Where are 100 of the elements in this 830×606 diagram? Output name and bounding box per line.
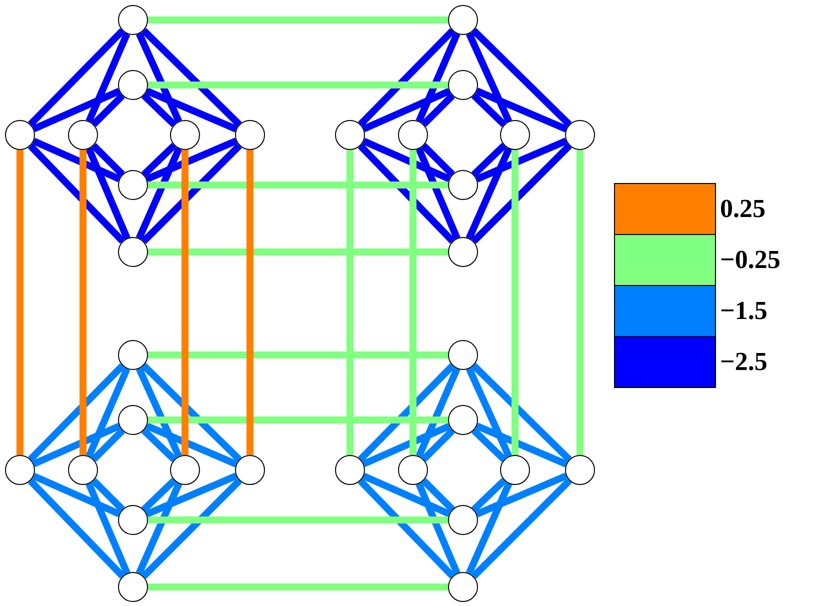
- edge-line: [141, 363, 242, 462]
- edge-line: [80, 150, 86, 455]
- edge-line: [148, 248, 448, 256]
- edge-line: [141, 142, 177, 178]
- node-circle: [398, 455, 428, 485]
- edge-line: [362, 138, 451, 182]
- edge-line: [141, 143, 242, 244]
- edge-line: [16, 150, 24, 455]
- edge-line: [91, 428, 125, 462]
- edge-line: [141, 478, 242, 579]
- edge-line: [466, 482, 512, 575]
- node-circle: [565, 455, 595, 485]
- edge-line: [182, 150, 188, 455]
- node-circle: [448, 237, 478, 267]
- edge-line: [141, 478, 177, 512]
- node-circle: [118, 70, 148, 100]
- edge-line: [471, 478, 572, 579]
- legend-label: −0.25: [720, 245, 780, 275]
- edge-line: [91, 478, 125, 512]
- edge-line: [410, 150, 416, 455]
- edge-line: [148, 416, 448, 424]
- node-circle: [118, 340, 148, 370]
- edge-line: [145, 138, 238, 182]
- edge-line: [466, 32, 512, 123]
- edge-line: [576, 150, 584, 455]
- edge-line: [466, 367, 512, 458]
- edge-line: [148, 82, 448, 88]
- edge-line: [148, 352, 448, 358]
- edge-line: [91, 93, 125, 127]
- node-circle: [68, 120, 98, 150]
- node-circle: [398, 120, 428, 150]
- edge-line: [421, 478, 455, 512]
- edge-line: [475, 88, 568, 132]
- node-circle: [448, 572, 478, 602]
- edge-line: [145, 422, 238, 468]
- node-circle: [5, 120, 35, 150]
- node-circle: [235, 455, 265, 485]
- node-circle: [118, 505, 148, 535]
- edge-line: [136, 147, 182, 240]
- edge-line: [471, 142, 507, 178]
- legend-label: −1.5: [720, 296, 768, 326]
- edge-line: [141, 428, 177, 462]
- edge-line: [148, 584, 448, 590]
- edge-line: [246, 150, 254, 455]
- edge-line: [471, 143, 572, 244]
- node-circle: [335, 455, 365, 485]
- edge-line: [136, 482, 182, 575]
- edge-line: [86, 482, 130, 575]
- node-circle: [170, 455, 200, 485]
- edge-line: [32, 472, 121, 518]
- legend-label: −2.5: [720, 347, 768, 377]
- edge-line: [475, 422, 568, 468]
- edge-line: [475, 138, 568, 182]
- node-circle: [448, 505, 478, 535]
- edge-line: [358, 143, 456, 244]
- node-circle: [448, 405, 478, 435]
- node-circle: [500, 455, 530, 485]
- node-circle: [68, 455, 98, 485]
- node-circle: [118, 170, 148, 200]
- edge-line: [28, 143, 126, 244]
- edge-line: [358, 363, 455, 462]
- node-circle: [448, 70, 478, 100]
- edge-line: [416, 147, 460, 240]
- edge-line: [145, 88, 238, 132]
- edge-line: [475, 472, 568, 518]
- edge-line: [32, 138, 121, 182]
- node-circle: [500, 120, 530, 150]
- edge-line: [416, 32, 460, 123]
- edge-line: [136, 32, 182, 123]
- edge-line: [358, 28, 455, 127]
- node-circle: [235, 120, 265, 150]
- legend-label: 0.25: [720, 194, 766, 224]
- edge-line: [28, 28, 125, 127]
- edge-line: [471, 428, 507, 462]
- edge-line: [471, 478, 507, 512]
- node-circle: [118, 237, 148, 267]
- edge-line: [136, 367, 182, 458]
- edge-line: [421, 428, 455, 462]
- edge-line: [358, 478, 456, 579]
- edge-line: [28, 478, 126, 579]
- edge-line: [471, 28, 572, 127]
- edge-line: [32, 422, 121, 468]
- node-circle: [118, 5, 148, 35]
- edge-line: [86, 32, 130, 123]
- node-circle: [565, 120, 595, 150]
- edge-line: [141, 92, 177, 128]
- edge-line: [471, 363, 572, 462]
- edge-line: [512, 150, 518, 455]
- node-circle: [448, 5, 478, 35]
- edge-line: [28, 363, 125, 462]
- edge-line: [86, 147, 130, 240]
- edge-line: [362, 422, 451, 468]
- node-circle: [118, 405, 148, 435]
- edge-line: [32, 88, 121, 132]
- node-circle: [170, 120, 200, 150]
- edge-line: [416, 482, 460, 575]
- node-circle: [335, 120, 365, 150]
- edge-line: [145, 472, 238, 518]
- edge-line: [91, 143, 125, 177]
- edge-line: [416, 367, 460, 458]
